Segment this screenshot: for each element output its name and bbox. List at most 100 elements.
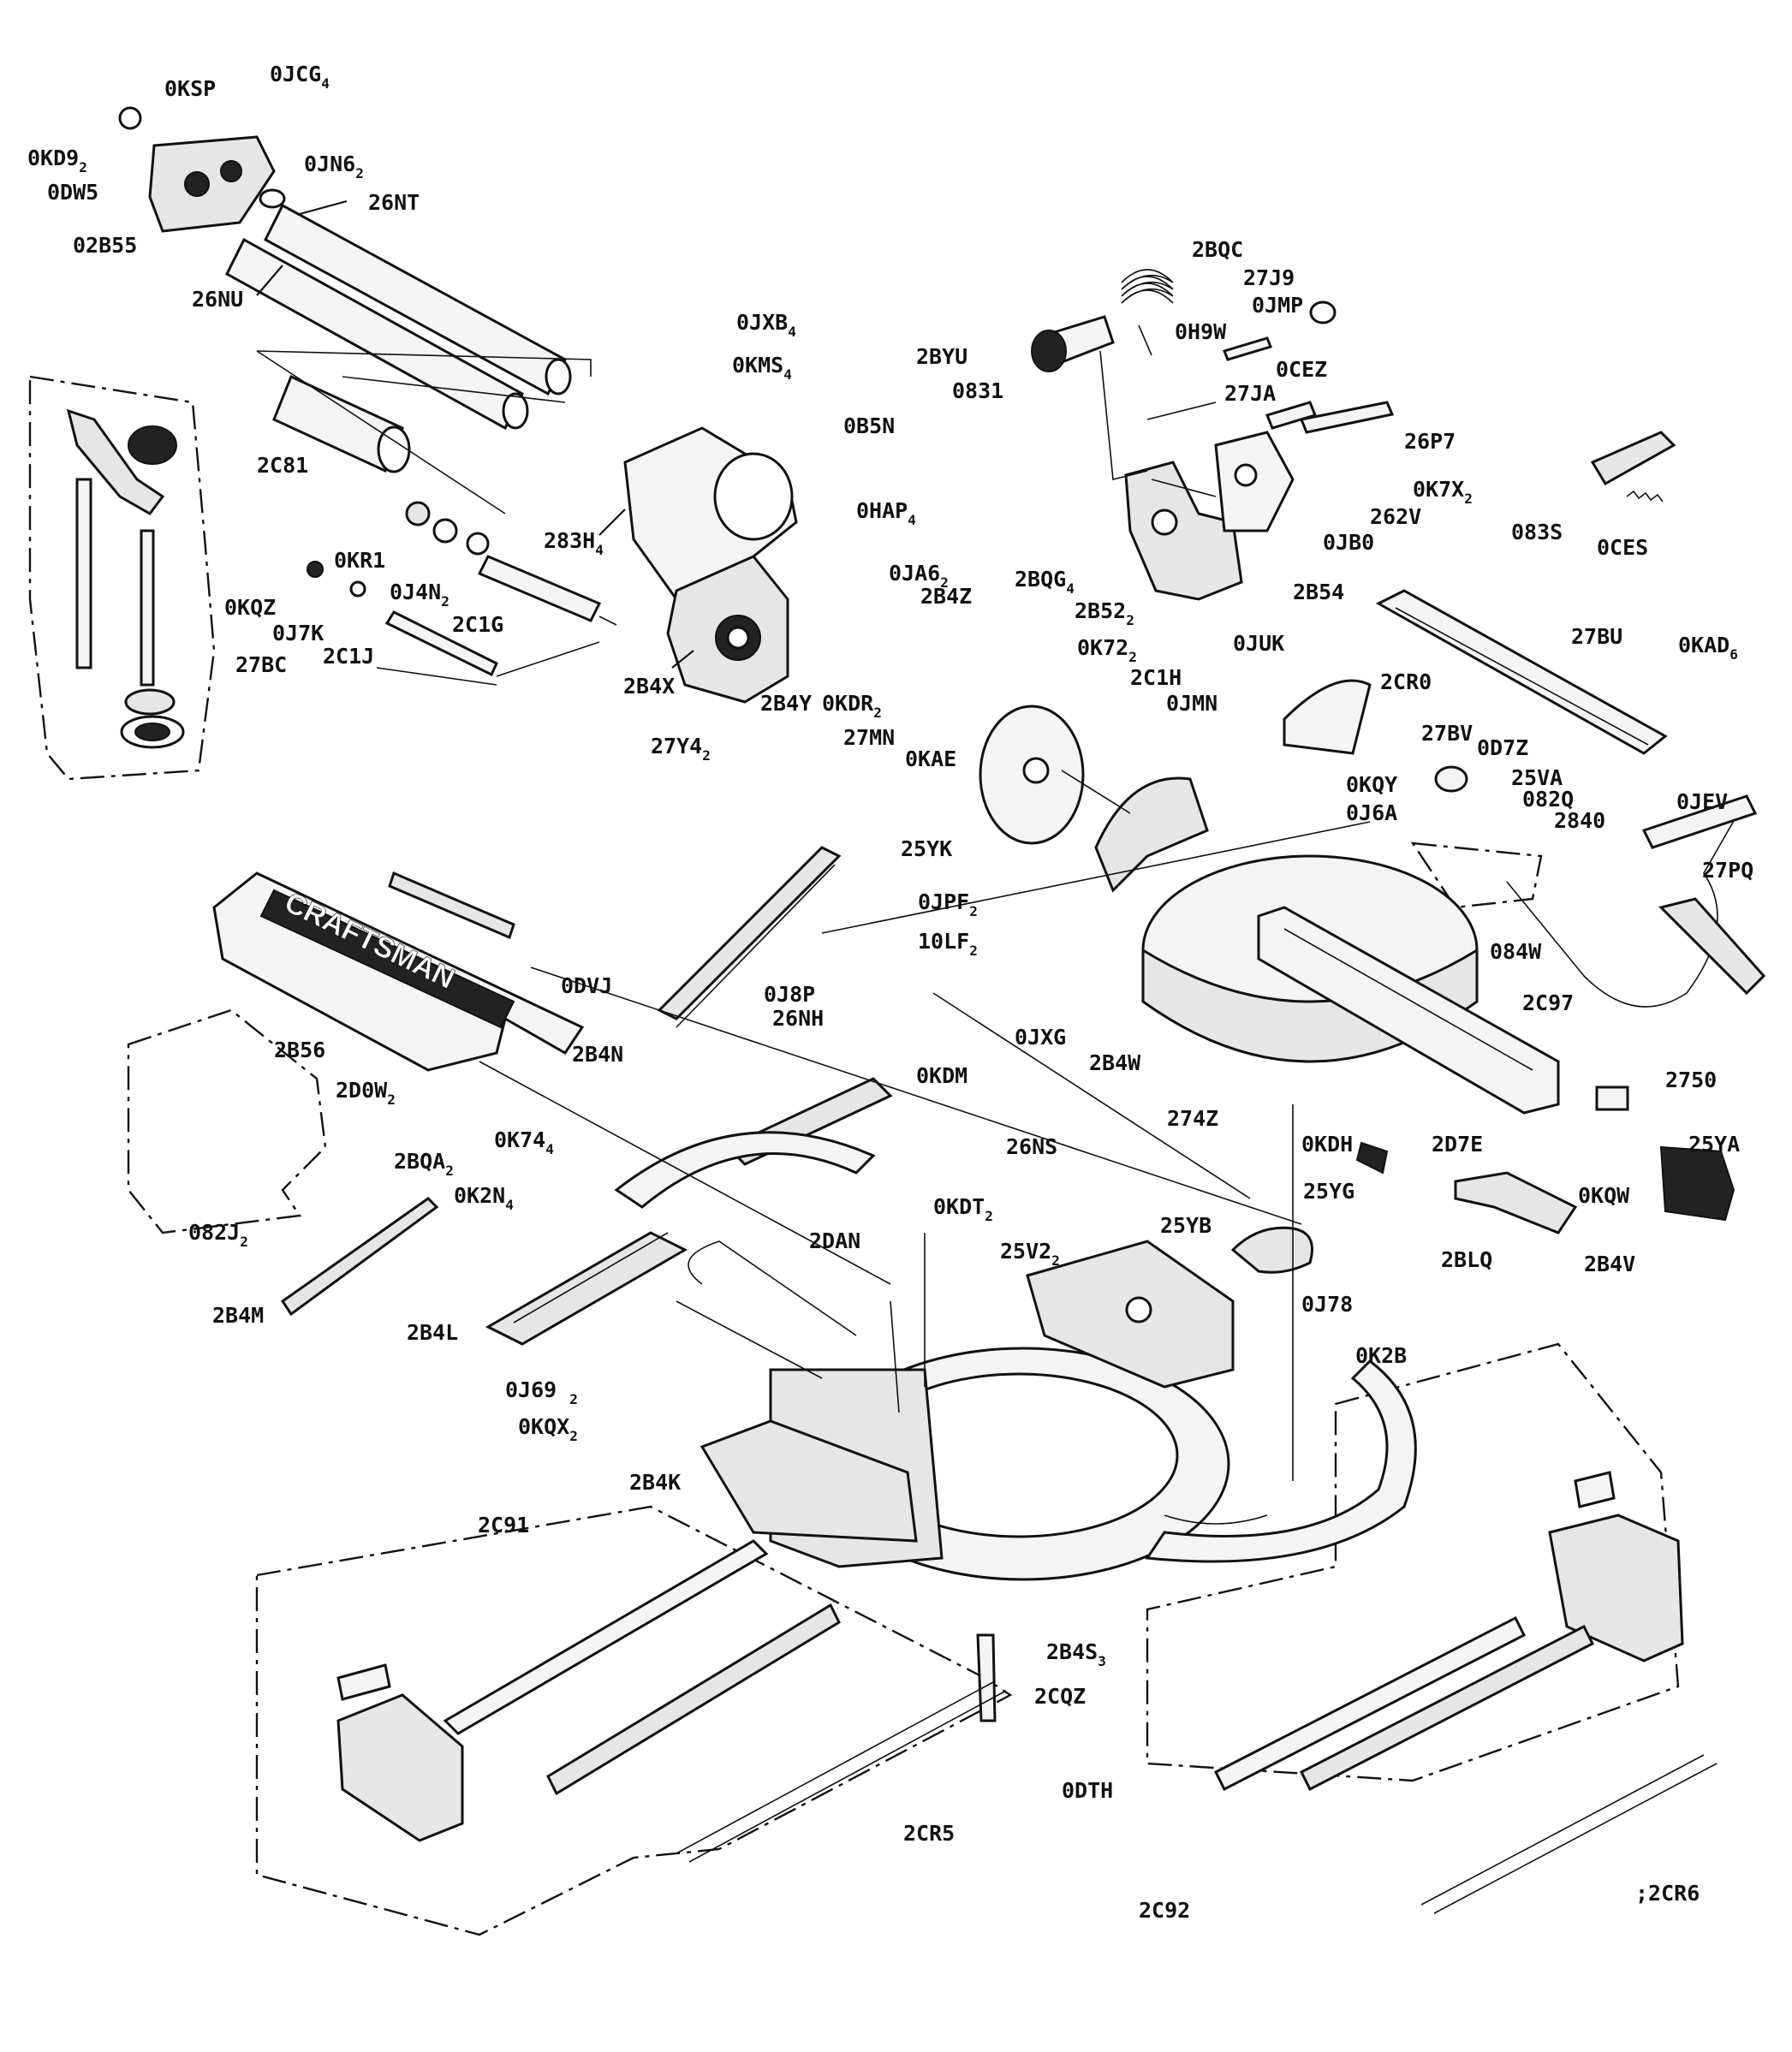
callout-2BQG4: 2BQG4 xyxy=(1015,567,1075,597)
callout-0KAD6: 0KAD6 xyxy=(1678,633,1738,663)
callout-25YG: 25YG xyxy=(1303,1179,1354,1204)
callout-25V22: 25V22 xyxy=(1000,1239,1060,1269)
callout-2B4S3: 2B4S3 xyxy=(1046,1639,1106,1669)
callout-0J8P: 0J8P xyxy=(764,982,815,1007)
rail-end-26NU xyxy=(502,392,529,430)
callout-0JXG: 0JXG xyxy=(1015,1025,1066,1050)
callout-27MN: 27MN xyxy=(843,725,895,750)
rail-2CR5 xyxy=(676,1681,1007,1863)
rail-26NT xyxy=(264,203,567,396)
callout-02B55: 02B55 xyxy=(73,233,137,258)
right-extension-2C92 xyxy=(1213,1471,1718,1914)
callout-27J9: 27J9 xyxy=(1243,265,1295,290)
callout-0831: 0831 xyxy=(952,378,1003,403)
clamp-0DVJ xyxy=(388,871,515,940)
housing-2B54 xyxy=(1124,461,1243,601)
left-foot-clip xyxy=(336,1663,391,1701)
callout-0KMS4: 0KMS4 xyxy=(732,353,792,383)
left-rod-1 xyxy=(443,1539,769,1735)
callout-25YK: 25YK xyxy=(901,836,952,861)
plate-2B4L-ruler xyxy=(513,1232,669,1323)
outline-2D0W-group xyxy=(127,1008,327,1234)
fence-right-2B4N xyxy=(657,846,842,1020)
callout-0JMN: 0JMN xyxy=(1166,691,1217,716)
callout-2D0W2: 2D0W2 xyxy=(336,1078,396,1108)
callout-274Z: 274Z xyxy=(1167,1106,1218,1131)
handle-arm xyxy=(66,408,165,515)
callout-27JA: 27JA xyxy=(1224,381,1276,406)
callout-2C91: 2C91 xyxy=(478,1513,529,1538)
arbor-line xyxy=(1061,770,1131,814)
oring-0JN6 xyxy=(259,188,286,209)
leader-long-4 xyxy=(932,992,1251,1199)
callout-0JCG4: 0JCG4 xyxy=(270,62,330,92)
turntable-2B4W xyxy=(1141,854,1735,1274)
leader-lines xyxy=(479,821,1371,1481)
callout-084W: 084W xyxy=(1490,939,1542,964)
washer-0J7K xyxy=(349,580,366,598)
pivot-lines xyxy=(1099,350,1217,497)
spring-2B4S xyxy=(1164,1514,1268,1525)
callout-0K2N4: 0K2N4 xyxy=(454,1183,514,1213)
callout-262V: 262V xyxy=(1370,504,1421,529)
callout-27Y42: 27Y42 xyxy=(651,734,711,764)
callout-27PQ: 27PQ xyxy=(1702,858,1753,883)
rail-2CR6 xyxy=(1420,1754,1718,1914)
callout-2B4W: 2B4W xyxy=(1089,1050,1141,1075)
callout-0KDM: 0KDM xyxy=(916,1063,967,1088)
rail-assembly xyxy=(118,106,592,514)
callout-0KD92: 0KD92 xyxy=(27,146,87,175)
flange-hub xyxy=(1022,757,1050,784)
leader-long-5 xyxy=(479,1061,891,1285)
callout-0KDT2: 0KDT2 xyxy=(933,1194,993,1224)
leader-283H xyxy=(598,509,626,536)
callout-2BQC: 2BQC xyxy=(1192,237,1243,262)
linkage-2C97 xyxy=(1506,812,1739,1008)
outline-27BC-handle-group xyxy=(28,375,216,781)
callout-27BU: 27BU xyxy=(1571,624,1622,649)
bracket-0JEV xyxy=(1641,794,1758,849)
shaft-2C1G xyxy=(477,555,602,622)
callout-0DW5: 0DW5 xyxy=(47,180,98,205)
leader-26NU xyxy=(256,265,283,296)
blade-guard xyxy=(1094,776,1209,893)
callout-10LF2: 10LF2 xyxy=(918,929,978,959)
pin-0H9W xyxy=(1222,336,1273,361)
callout-0J692: 0J69 2 xyxy=(505,1377,578,1407)
rail-27BU-lip xyxy=(1395,607,1649,746)
callout-2C81: 2C81 xyxy=(257,453,308,478)
bearing-0831 xyxy=(1031,330,1067,372)
left-rod-2 xyxy=(546,1603,841,1796)
insert-2CQZ xyxy=(1145,1359,1417,1563)
callout-0J78: 0J78 xyxy=(1301,1292,1353,1317)
right-rod-1 xyxy=(1213,1615,1527,1792)
callout-0K2B: 0K2B xyxy=(1355,1343,1407,1368)
handle-2DAN xyxy=(676,1240,857,1379)
pointer-25YG xyxy=(1355,1141,1389,1175)
callout-2B4K: 2B4K xyxy=(629,1470,681,1495)
washer-0KSP xyxy=(118,106,142,130)
clamp-25YB xyxy=(1230,1226,1313,1274)
callout-26P7: 26P7 xyxy=(1404,429,1456,454)
left-extension-2C91 xyxy=(336,1539,1007,1863)
plate-2B4M xyxy=(280,1197,439,1317)
outline-2C92-right-extension xyxy=(1146,1342,1680,1782)
leader-long-1 xyxy=(530,967,1302,1225)
callout-0KR1: 0KR1 xyxy=(334,548,385,573)
spring-2BQC xyxy=(1121,269,1174,356)
callout-0DTH: 0DTH xyxy=(1062,1778,1113,1803)
rail-27BU xyxy=(1375,589,1668,755)
callout-0K722: 0K722 xyxy=(1077,635,1137,665)
callout-0KQW: 0KQW xyxy=(1578,1183,1630,1208)
blade-assembly xyxy=(979,679,1468,893)
bushing-27J9 xyxy=(1309,300,1337,324)
callout-25YA: 25YA xyxy=(1688,1132,1740,1157)
guard-linkage xyxy=(1506,794,1766,1008)
callout-0KSP: 0KSP xyxy=(164,76,216,101)
callout-0JXB4: 0JXB4 xyxy=(736,310,796,340)
callout-2B4X: 2B4X xyxy=(623,674,675,699)
plate-2B4L xyxy=(485,1231,688,1346)
callout-labels: 0KSP0JCG40KD920DW50JN6226NT02B5526NU2BQC… xyxy=(27,62,1753,1923)
handle-bushing xyxy=(124,688,176,716)
